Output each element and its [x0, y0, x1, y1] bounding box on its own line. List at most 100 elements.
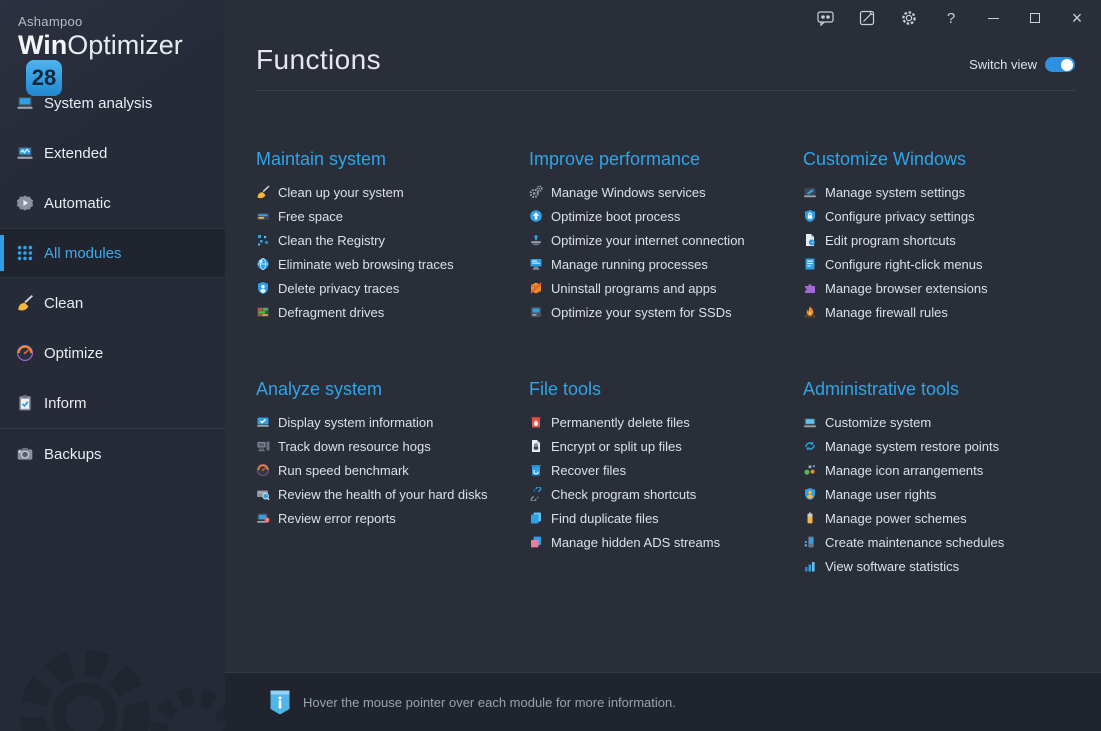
- disk-health-icon: [256, 487, 278, 501]
- sidebar-divider: [0, 428, 225, 429]
- module-item[interactable]: Eliminate web browsing traces: [256, 252, 529, 276]
- sidebar-item-backups[interactable]: Backups: [0, 429, 225, 479]
- laptop-analysis-icon: [14, 93, 36, 113]
- module-item[interactable]: Manage browser extensions: [803, 276, 1078, 300]
- recover-bin-icon: [529, 463, 551, 477]
- sidebar-item-inform[interactable]: Inform: [0, 378, 225, 428]
- module-item[interactable]: Optimize boot process: [529, 204, 803, 228]
- context-menu-icon: [803, 257, 825, 271]
- sidebar-item-label: Optimize: [44, 344, 104, 362]
- maximize-icon: [1030, 13, 1040, 23]
- module-item[interactable]: Manage Windows services: [529, 180, 803, 204]
- module-item[interactable]: Create maintenance schedules: [803, 530, 1078, 554]
- puzzle-icon: [803, 281, 825, 295]
- section-title: Administrative tools: [803, 379, 960, 399]
- firewall-flame-icon: [803, 305, 825, 319]
- module-item[interactable]: Run speed benchmark: [256, 458, 529, 482]
- page-title: Functions: [256, 44, 381, 75]
- section-title: File tools: [529, 379, 602, 399]
- sidebar-item-extended[interactable]: Extended: [0, 128, 225, 178]
- sidebar-item-automatic[interactable]: Automatic: [0, 178, 225, 228]
- feedback-bubble-icon[interactable]: [811, 5, 839, 31]
- gears-watermark-icon: [20, 650, 225, 731]
- camera-icon: [14, 444, 36, 464]
- module-item[interactable]: Manage power schemes: [803, 506, 1078, 530]
- module-item[interactable]: Review error reports: [256, 506, 529, 530]
- section-file-tools: File tools Permanently delete files Encr…: [529, 378, 803, 578]
- sidebar: Ashampoo WinOptimizer28 System analysis …: [0, 0, 225, 731]
- module-item[interactable]: Manage firewall rules: [803, 300, 1078, 324]
- sidebar-item-system-analysis[interactable]: System analysis: [0, 78, 225, 128]
- delete-bin-icon: [529, 415, 551, 429]
- sidebar-item-label: System analysis: [44, 94, 153, 112]
- module-item[interactable]: View software statistics: [803, 554, 1078, 578]
- module-item[interactable]: Manage user rights: [803, 482, 1078, 506]
- help-icon[interactable]: ?: [946, 9, 956, 27]
- module-item[interactable]: Manage system settings: [803, 180, 1078, 204]
- module-item[interactable]: Configure privacy settings: [803, 204, 1078, 228]
- sidebar-item-clean[interactable]: Clean: [0, 278, 225, 328]
- info-tag-icon: [270, 690, 290, 714]
- brand-product: WinOptimizer28: [18, 30, 218, 97]
- resource-hogs-icon: [256, 439, 278, 453]
- boot-up-icon: [529, 209, 551, 223]
- module-item[interactable]: Review the health of your hard disks: [256, 482, 529, 506]
- module-item[interactable]: Encrypt or split up files: [529, 434, 803, 458]
- sidebar-item-label: Automatic: [44, 194, 111, 212]
- module-item[interactable]: Find duplicate files: [529, 506, 803, 530]
- speedometer-icon: [14, 343, 36, 363]
- module-item[interactable]: Manage icon arrangements: [803, 458, 1078, 482]
- module-item[interactable]: Recover files: [529, 458, 803, 482]
- registry-dots-icon: [256, 233, 278, 247]
- uninstall-box-icon: [529, 281, 551, 295]
- module-item[interactable]: Uninstall programs and apps: [529, 276, 803, 300]
- section-title: Maintain system: [256, 149, 387, 169]
- module-item[interactable]: Permanently delete files: [529, 410, 803, 434]
- brand-company: Ashampoo: [18, 14, 83, 29]
- module-item[interactable]: Defragment drives: [256, 300, 529, 324]
- app-logo: Ashampoo WinOptimizer28: [18, 14, 218, 97]
- edit-note-icon[interactable]: [853, 5, 881, 31]
- switch-view-label: Switch view: [969, 57, 1037, 72]
- module-item[interactable]: Clean up your system: [256, 180, 529, 204]
- module-item[interactable]: Display system information: [256, 410, 529, 434]
- error-report-icon: [256, 511, 278, 525]
- page-header: Functions Switch view: [256, 44, 1075, 76]
- module-item[interactable]: Manage system restore points: [803, 434, 1078, 458]
- minimize-button[interactable]: [979, 5, 1007, 31]
- monitor-extended-icon: [14, 143, 36, 163]
- settings-gear-icon[interactable]: [895, 5, 923, 31]
- module-item[interactable]: Free space: [256, 204, 529, 228]
- sidebar-item-label: Clean: [44, 294, 84, 312]
- automatic-gear-icon: [14, 193, 36, 213]
- module-item[interactable]: Clean the Registry: [256, 228, 529, 252]
- broken-link-icon: [529, 487, 551, 501]
- close-button[interactable]: ×: [1063, 5, 1091, 31]
- close-icon: ×: [1071, 8, 1083, 28]
- sidebar-item-optimize[interactable]: Optimize: [0, 328, 225, 378]
- module-item[interactable]: Delete privacy traces: [256, 276, 529, 300]
- free-space-drive-icon: [256, 209, 278, 223]
- module-item[interactable]: Track down resource hogs: [256, 434, 529, 458]
- module-item[interactable]: Check program shortcuts: [529, 482, 803, 506]
- section-analyze-system: Analyze system Display system informatio…: [256, 378, 529, 578]
- sidebar-item-label: Extended: [44, 144, 108, 162]
- shield-lock-icon: [803, 209, 825, 223]
- module-item[interactable]: Customize system: [803, 410, 1078, 434]
- modules-grid-icon: [14, 243, 36, 263]
- module-item[interactable]: Manage hidden ADS streams: [529, 530, 803, 554]
- module-item[interactable]: Manage running processes: [529, 252, 803, 276]
- module-item[interactable]: Edit program shortcuts: [803, 228, 1078, 252]
- system-settings-icon: [803, 185, 825, 199]
- system-info-icon: [256, 415, 278, 429]
- switch-view-control: Switch view: [969, 57, 1075, 76]
- section-maintain-system: Maintain system Clean up your system Fre…: [256, 148, 529, 324]
- switch-view-toggle[interactable]: [1045, 57, 1075, 72]
- sidebar-item-all-modules[interactable]: All modules: [0, 228, 225, 278]
- module-item[interactable]: Optimize your system for SSDs: [529, 300, 803, 324]
- broom-icon: [14, 293, 36, 313]
- clipboard-check-icon: [14, 393, 36, 413]
- module-item[interactable]: Optimize your internet connection: [529, 228, 803, 252]
- module-item[interactable]: Configure right-click menus: [803, 252, 1078, 276]
- maximize-button[interactable]: [1021, 5, 1049, 31]
